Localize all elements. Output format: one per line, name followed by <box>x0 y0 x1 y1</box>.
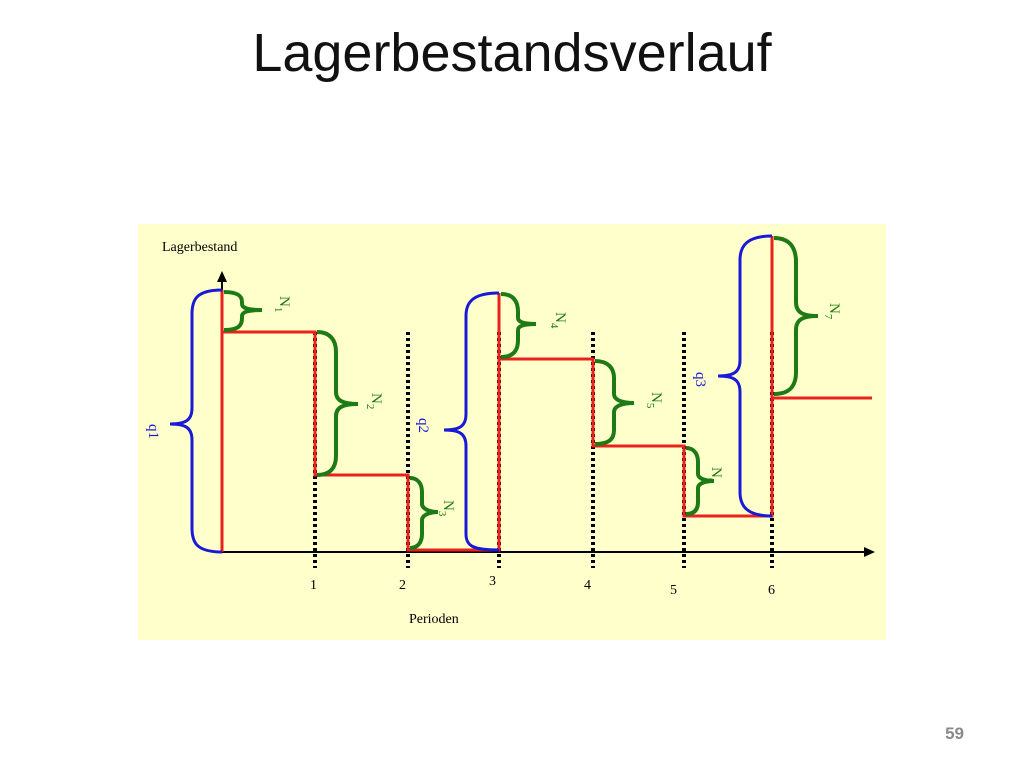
order-label-q1: q1 <box>145 424 161 439</box>
order-label-q2: q2 <box>415 418 431 433</box>
order-brace-q1 <box>169 288 223 554</box>
demand-label-n1: N1 <box>272 296 292 312</box>
period-label-3: 3 <box>489 574 496 589</box>
demand-label-n2: N2 <box>364 393 384 409</box>
y-axis-label: Lagerbestand <box>162 240 237 255</box>
demand-brace-n2 <box>316 330 359 477</box>
page-number: 59 <box>945 724 964 743</box>
x-axis-label: Perioden <box>409 612 459 627</box>
demand-brace-n1 <box>223 290 263 332</box>
demand-brace-n3 <box>409 476 439 550</box>
demand-brace-n7 <box>773 236 819 396</box>
period-label-6: 6 <box>768 583 775 598</box>
period-label-5: 5 <box>670 583 677 598</box>
inventory-level-line <box>220 236 872 552</box>
period-label-1: 1 <box>310 578 317 593</box>
slide-title: Lagerbestandsverlauf <box>252 23 772 83</box>
order-brace-q2 <box>443 291 500 552</box>
demand-label-n5: N5 <box>644 392 664 409</box>
period-label-2: 2 <box>399 578 406 593</box>
demand-label-n7: N7 <box>822 303 842 320</box>
demand-brace-n6 <box>685 446 715 516</box>
period-label-4: 4 <box>584 578 591 593</box>
y-axis-arrow-icon <box>217 271 227 282</box>
order-label-q3: q3 <box>692 372 708 387</box>
demand-label-n4: N4 <box>548 312 568 329</box>
order-brace-q3 <box>717 234 773 518</box>
x-axis-arrow-icon <box>864 547 875 557</box>
demand-brace-n5 <box>594 359 635 446</box>
demand-brace-n4 <box>500 292 537 359</box>
diagram-background <box>138 224 886 640</box>
demand-label-n6: N6 <box>704 467 724 484</box>
demand-label-n3: N3 <box>436 500 456 517</box>
